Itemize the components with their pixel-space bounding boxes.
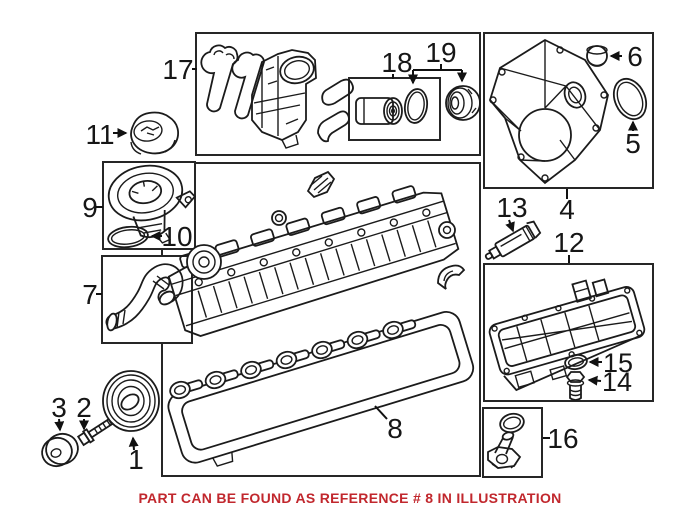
- callout-18-label: 18: [381, 47, 412, 78]
- callout-18: 18: [381, 47, 413, 79]
- valve-cover-group-box: [161, 162, 481, 477]
- callout-3: 3: [51, 392, 67, 432]
- callout-15: 15: [588, 348, 633, 378]
- callout-13-arrow: [505, 219, 515, 233]
- callout-10-label: 10: [161, 221, 192, 252]
- timing-cover-drawing: [488, 38, 609, 185]
- callout-12-label: 12: [553, 227, 584, 258]
- callout-2: 2: [76, 392, 92, 431]
- callout-11: 11: [85, 119, 128, 150]
- callout-5: 5: [625, 120, 641, 159]
- callout-4-label: 4: [559, 194, 575, 225]
- vent-hose-drawing: [105, 263, 184, 332]
- drain-plug-drawing: [565, 371, 586, 401]
- breather-flange: [186, 244, 222, 280]
- drain-plug-seal-drawing: [564, 353, 588, 371]
- oil-filter-cap-drawing: [445, 85, 481, 121]
- callout-6: 6: [609, 41, 643, 72]
- callout-12: 12: [553, 227, 585, 263]
- callout-7: 7: [82, 279, 102, 310]
- separator-gaskets-drawing: [317, 78, 354, 143]
- oil-filter-element-drawing: [355, 97, 403, 125]
- callout-19-bracket: [413, 64, 462, 71]
- callout-13: 13: [496, 192, 528, 233]
- callout-8-label: 8: [387, 413, 403, 444]
- oil-filler-cap-drawing: [130, 111, 180, 155]
- guide-tube-drawing: [487, 412, 525, 469]
- callout-19-label: 19: [425, 37, 456, 68]
- callout-3-arrow: [54, 418, 65, 432]
- spark-plug-seals: [169, 319, 417, 400]
- callout-9-label: 9: [82, 192, 98, 223]
- callout-11-label: 11: [85, 119, 114, 150]
- callout-1: 1: [128, 436, 144, 475]
- callout-1-label: 1: [128, 444, 144, 475]
- callout-14: 14: [587, 367, 632, 397]
- callout-6-label: 6: [627, 41, 643, 72]
- callout-19: 19: [408, 37, 467, 85]
- valve-cover-gasket-drawing: [167, 310, 475, 467]
- crank-bolt-drawing: [76, 417, 114, 447]
- reference-note: PART CAN BE FOUND AS REFERENCE # 8 IN IL…: [138, 490, 562, 506]
- filler-neck-gasket-drawing: [107, 225, 149, 249]
- callout-17: 17: [162, 54, 197, 85]
- crankshaft-seal-drawing: [612, 77, 648, 121]
- callout-2-label: 2: [76, 392, 92, 423]
- oil-separator-drawing: [251, 49, 317, 149]
- filter-o-ring-drawing: [403, 88, 429, 124]
- callout-17-label: 17: [162, 54, 193, 85]
- callout-1-arrow: [128, 436, 139, 451]
- oil-pan-drawing: [488, 278, 646, 392]
- callout-9: 9: [82, 192, 103, 223]
- sealant-tube-drawing: [484, 220, 542, 260]
- callout-8: 8: [374, 405, 403, 444]
- callout-5-label: 5: [625, 128, 641, 159]
- callout-14-label: 14: [602, 367, 632, 397]
- crank-pulley-drawing: [102, 370, 160, 432]
- callout-16-label: 16: [547, 423, 578, 454]
- callout-13-label: 13: [496, 192, 527, 223]
- callout-15-label: 15: [603, 348, 633, 378]
- damper-disc-drawing: [41, 432, 79, 468]
- valve-cover-drawing: [167, 185, 460, 337]
- callout-7-label: 7: [82, 279, 98, 310]
- cover-bracket-drawing: [306, 170, 336, 199]
- callout-4: 4: [559, 189, 575, 225]
- sealing-cap-drawing: [586, 45, 608, 67]
- callout-16: 16: [543, 423, 579, 454]
- callout-3-label: 3: [51, 392, 67, 423]
- half-moon-seal-drawing: [437, 264, 466, 290]
- profile-gasket-set-drawing: [200, 44, 265, 120]
- callout-10: 10: [150, 221, 193, 252]
- callout-14-arrow: [587, 375, 602, 386]
- callout-8-tick: [374, 405, 388, 420]
